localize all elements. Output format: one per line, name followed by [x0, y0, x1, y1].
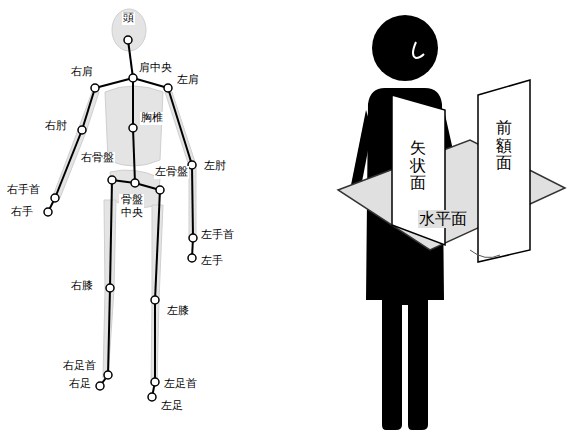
- plane-label: 矢状面: [410, 138, 426, 193]
- joint-label: 頭: [122, 12, 135, 25]
- plane-label: 前額面: [496, 118, 512, 173]
- plane-edge: [470, 250, 500, 258]
- joint-label: 右足首: [62, 360, 97, 373]
- joint-dots: [44, 36, 197, 401]
- joint-label: 肩中央: [138, 62, 173, 75]
- horizontal-plane: [338, 140, 565, 250]
- joint-label: 左手首: [200, 229, 235, 242]
- joint-label: 胸椎: [140, 112, 164, 125]
- joint-label: 右骨盤: [80, 152, 115, 165]
- joint-label: 右肩: [70, 66, 94, 79]
- head-mark: [413, 42, 424, 58]
- frontal-plane: [478, 80, 530, 262]
- joint-label: 右手: [10, 206, 34, 219]
- joint-label: 左肩: [176, 74, 200, 87]
- joint-label: 左肘: [203, 160, 227, 173]
- bone-lines: [48, 40, 193, 397]
- joint-label: 左足: [160, 400, 184, 413]
- joint-label: 右膝: [70, 280, 94, 293]
- skeleton-shadow: [53, 9, 196, 385]
- joint-label: 左骨盤: [154, 166, 189, 179]
- joint-label: 左足首: [163, 378, 198, 391]
- joint-label: 骨盤 中央: [119, 194, 144, 219]
- joint-label: 右足: [68, 378, 92, 391]
- joint-label: 左手: [200, 255, 224, 268]
- joint-label: 左膝: [166, 305, 190, 318]
- plane-label: 水平面: [418, 210, 468, 228]
- joint-label: 右肘: [44, 120, 68, 133]
- joint-label: 右手首: [6, 184, 41, 197]
